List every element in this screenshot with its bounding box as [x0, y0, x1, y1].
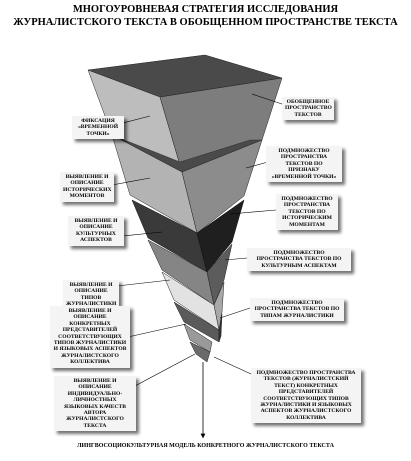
left-label-4: ВЫЯВЛЕНИЕ И ОПИСАНИЕ ТИПОВ ЖУРНАЛИСТИКИ — [63, 280, 119, 310]
pointer-right-3 — [229, 209, 277, 215]
pointer-right-4 — [224, 257, 248, 261]
pointer-right-1 — [251, 93, 283, 105]
right-label-5: ПОДМНОЖЕСТВО ПРОСТРАНСТВА ТЕКСТОВ ПО ТИП… — [250, 298, 344, 322]
title-line-2: ЖУРНАЛИСТСКОГО ТЕКСТА В ОБОБЩЕННОМ ПРОСТ… — [13, 16, 398, 28]
right-label-2: ПОДМНОЖЕСТВО ПРОСТРАНСТВА ТЕКСТОВ ПО ПРИ… — [266, 146, 342, 183]
left-label-5: ВЫЯВЛЕНИЕ И ОПИСАНИЕ КОНКРЕТНЫХ ПРЕДСТАВ… — [50, 306, 130, 368]
layer-3-side — [196, 199, 245, 273]
layer-8-cube — [189, 341, 211, 363]
layer-2-side — [181, 139, 263, 234]
left-label-6: ВЫЯВЛЕНИЕ И ОПИСАНИЕ ИНДИВИДУАЛЬНО-ЛИЧНО… — [54, 376, 136, 432]
pointer-left-2 — [111, 177, 151, 186]
pointer-left-6 — [132, 353, 196, 388]
right-label-1: ОБОБЩЕННОЕ ПРОСТРАНСТВО ТЕКСТОВ — [282, 97, 334, 121]
diagram-title: МНОГОУРОВНЕВАЯ СТРАТЕГИЯ ИССЛЕДОВАНИЯ ЖУ… — [0, 4, 411, 29]
diagram-footer: ЛИНГВОСОЦИОКУЛЬТУРНАЯ МОДЕЛЬ КОНКРЕТНОГО… — [77, 443, 334, 449]
layer-5-side — [213, 281, 225, 331]
left-label-2: ВЫЯВЛЕНИЕ И ОПИСАНИЕ ИСТОРИЧЕСКИХ МОМЕНТ… — [60, 172, 114, 202]
right-label-4: ПОДМНОЖЕСТВО ПРОСТРАНСТВА ТЕКСТОВ ПО КУЛ… — [247, 248, 351, 272]
pointer-right-6 — [213, 356, 252, 375]
title-line-1: МНОГОУРОВНЕВАЯ СТРАТЕГИЯ ИССЛЕДОВАНИЯ — [72, 4, 339, 15]
layer-4-side — [206, 243, 233, 306]
pointer-left-3 — [122, 231, 163, 237]
pointer-right-5 — [219, 307, 251, 319]
right-label-3: ПОДМНОЖЕСТВО ПРОСТРАНСТВА ТЕКСТОВ ПО ИСТ… — [276, 194, 338, 231]
layer-6-side — [218, 313, 223, 343]
left-label-3: ВЫЯВЛЕНИЕ И ОПИСАНИЕ КУЛЬТУРНЫХ АСПЕКТОВ — [68, 216, 124, 246]
pointer-left-5 — [127, 323, 187, 338]
left-label-1: ФИКСАЦИЯ «ВРЕМЕННОЙ ТОЧКИ» — [72, 116, 124, 140]
pointer-left-4 — [116, 279, 171, 287]
pointer-right-2 — [245, 161, 269, 169]
right-label-6: ПОДМНОЖЕСТВО ПРОСТРАНСТВА ТЕКСТОВ (ЖУРНА… — [251, 368, 361, 424]
